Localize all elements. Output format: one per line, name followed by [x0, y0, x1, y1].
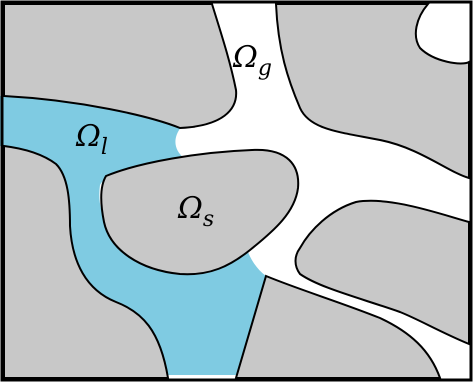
label-gas-subscript: g: [258, 56, 272, 81]
label-solid-symbol: Ω: [177, 191, 203, 226]
label-liquid-symbol: Ω: [75, 119, 101, 154]
label-solid-subscript: s: [203, 207, 214, 232]
label-gas-symbol: Ω: [232, 40, 258, 75]
label-liquid-subscript: l: [101, 135, 108, 160]
